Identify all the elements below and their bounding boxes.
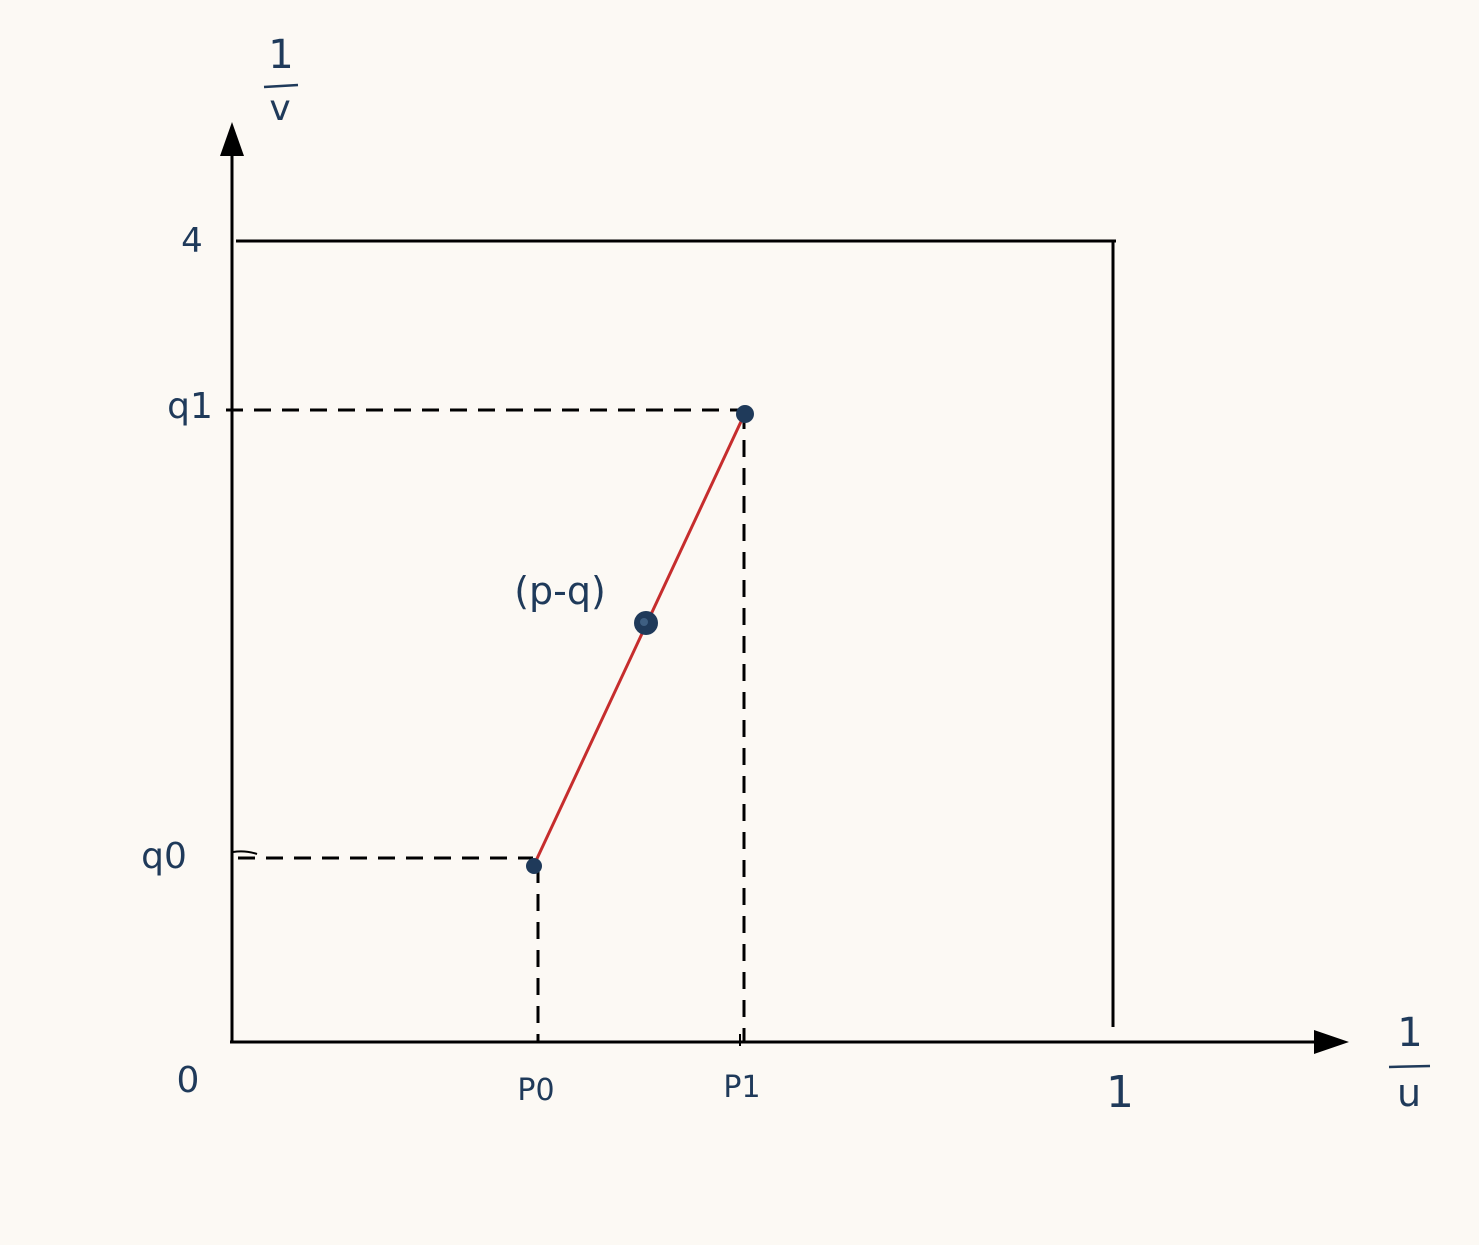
y-tick-label-q0: q0 [141, 836, 187, 877]
x-tick-label-p1: P1 [723, 1070, 760, 1105]
x-axis-label-fraction-bar [1388, 1064, 1431, 1069]
y-axis-label-fraction-bar [263, 83, 299, 89]
segment-line [532, 412, 747, 866]
point-mid-highlight [640, 618, 648, 626]
x-axis-arrow-icon [1314, 1030, 1349, 1054]
x-tick-label-p0: P0 [517, 1073, 554, 1108]
point-start [526, 858, 542, 874]
origin-label: 0 [177, 1060, 200, 1101]
q0-tick [232, 850, 258, 855]
y-axis-label-denominator: v [269, 88, 290, 129]
y-axis-arrow-icon [220, 122, 244, 156]
point-end [736, 405, 754, 423]
y-axis-label-numerator: 1 [268, 32, 293, 78]
x-axis-label-numerator: 1 [1397, 1010, 1422, 1056]
y-tick-label-four: 4 [181, 221, 203, 261]
y-tick-label-q1: q1 [167, 386, 213, 427]
x-tick-label-one: 1 [1106, 1067, 1134, 1118]
midpoint-annotation: (p-q) [514, 569, 606, 613]
x-axis-label-denominator: u [1397, 1071, 1421, 1115]
